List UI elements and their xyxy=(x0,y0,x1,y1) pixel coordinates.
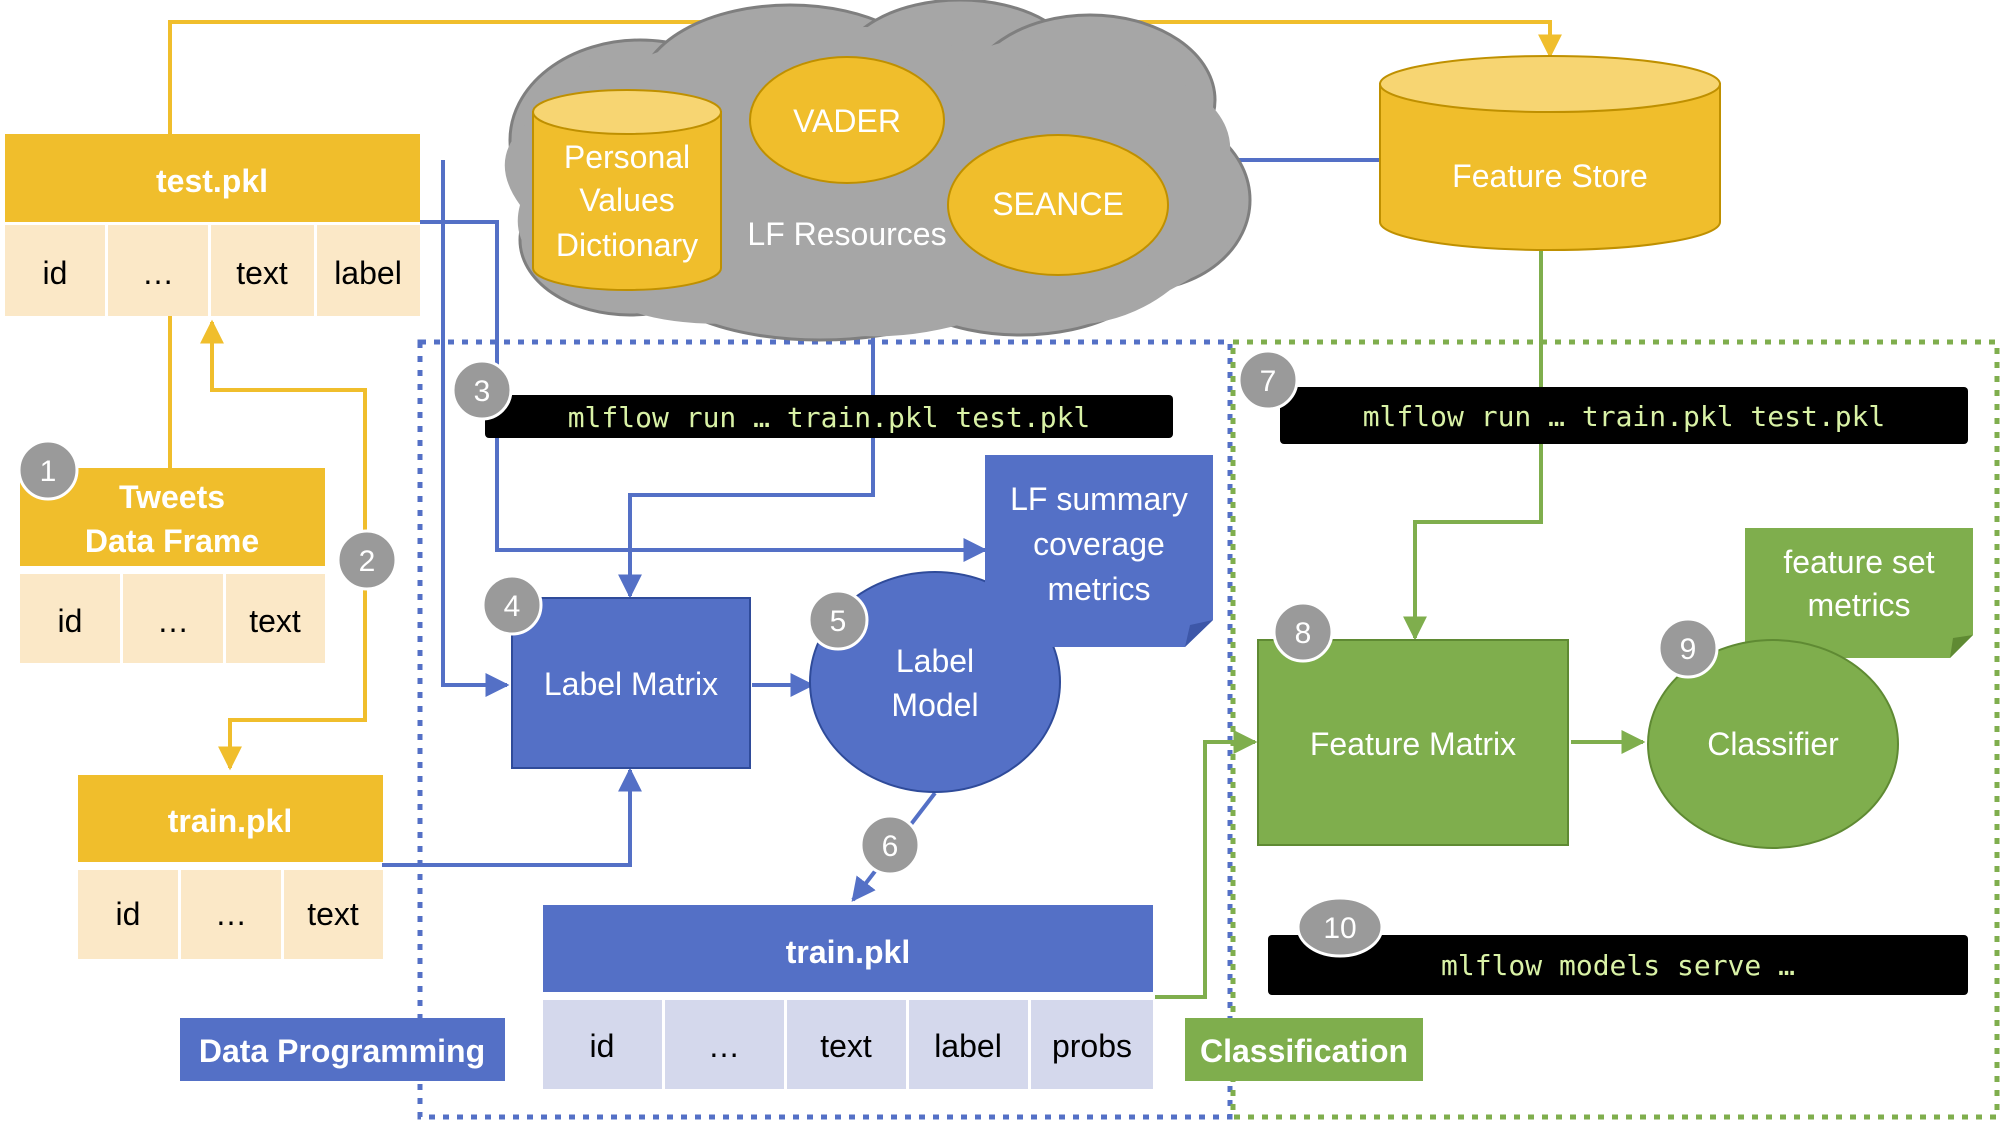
step-10-label: 10 xyxy=(1323,912,1356,945)
step-badge-7 xyxy=(1237,349,1299,411)
labeled-col-label: label xyxy=(934,1028,1002,1064)
step-badge-6 xyxy=(859,814,921,876)
lf-resources-label: LF Resources xyxy=(747,216,946,252)
personal-values-dictionary: Personal Values Dictionary xyxy=(532,89,722,291)
train-col-ellipsis: … xyxy=(215,896,247,932)
seance-label: SEANCE xyxy=(992,186,1124,222)
test-col-text: text xyxy=(236,255,288,291)
step-badge-10 xyxy=(1296,896,1384,958)
test-col-id: id xyxy=(43,255,68,291)
arrow-labeled-train-to-feature-matrix xyxy=(1155,730,1258,999)
test-pkl-title: test.pkl xyxy=(156,163,268,199)
arrow-cloud-to-label-matrix xyxy=(618,325,875,599)
classifier: Classifier xyxy=(1647,639,1899,849)
lf-summary-note: LF summary coverage metrics xyxy=(985,455,1213,647)
feature-matrix-label: Feature Matrix xyxy=(1310,726,1516,762)
step-badge-3 xyxy=(451,359,513,421)
tweets-col-id: id xyxy=(58,603,83,639)
serve-command-terminal: mlflow models serve … xyxy=(1268,935,1968,995)
labeled-col-probs: probs xyxy=(1052,1028,1132,1064)
step-5-label: 5 xyxy=(830,605,847,638)
label-matrix-label: Label Matrix xyxy=(544,666,718,702)
train-pkl-title: train.pkl xyxy=(168,803,292,839)
arrow-split-to-test xyxy=(200,319,367,580)
tweets-title-line1: Tweets xyxy=(119,479,225,515)
test-pkl-table: test.pkl id … text label xyxy=(5,134,420,316)
personal-values-line1: Personal xyxy=(564,139,690,175)
lf-summary-line3: metrics xyxy=(1047,571,1150,607)
labeled-col-id: id xyxy=(590,1028,615,1064)
step-badges xyxy=(17,349,1719,958)
train-col-id: id xyxy=(116,896,141,932)
step-badge-8 xyxy=(1272,601,1334,663)
feature-metrics-line1: feature set xyxy=(1783,544,1934,580)
label-model-line1: Label xyxy=(896,643,974,679)
step-badge-9 xyxy=(1657,617,1719,679)
label-model-line2: Model xyxy=(891,687,978,723)
feature-matrix: Feature Matrix xyxy=(1257,639,1569,846)
step-6-label: 6 xyxy=(882,830,899,863)
classification-frame xyxy=(1230,339,2000,1120)
arrow-store-to-feature-matrix xyxy=(1403,248,1543,641)
step-badge-2 xyxy=(336,529,398,591)
arrow-resources-to-label-matrix xyxy=(441,160,510,697)
dp-command-terminal: mlflow run … train.pkl test.pkl xyxy=(485,395,1173,438)
vader-resource: VADER xyxy=(749,56,945,184)
step-2-label: 2 xyxy=(359,545,376,578)
feature-metrics-line2: metrics xyxy=(1807,587,1910,623)
test-col-label: label xyxy=(334,255,402,291)
train-pkl-table: train.pkl id … text xyxy=(78,775,383,959)
dp-command-text: mlflow run … train.pkl test.pkl xyxy=(568,401,1091,434)
step-badge-5 xyxy=(807,589,869,651)
step-8-label: 8 xyxy=(1295,617,1312,650)
step-7-label: 7 xyxy=(1260,365,1277,398)
data-programming-section-label: Data Programming xyxy=(180,1018,505,1081)
arrow-train-to-label-matrix xyxy=(382,767,642,867)
step-1-label: 1 xyxy=(40,455,57,488)
step-9-label: 9 xyxy=(1680,633,1697,666)
tweets-data-frame: Tweets Data Frame id … text xyxy=(20,468,325,663)
tweets-col-text: text xyxy=(249,603,301,639)
label-matrix: Label Matrix xyxy=(511,597,751,769)
tweets-col-ellipsis: … xyxy=(157,603,189,639)
feature-store: Feature Store xyxy=(1379,55,1721,251)
test-col-ellipsis: … xyxy=(142,255,174,291)
personal-values-line2: Values xyxy=(579,182,674,218)
cls-command-text: mlflow run … train.pkl test.pkl xyxy=(1363,400,1886,433)
step-badge-1 xyxy=(17,439,79,501)
labeled-train-pkl-table: train.pkl id … text label probs xyxy=(543,905,1153,1089)
seance-resource: SEANCE xyxy=(947,134,1169,276)
serve-command-text: mlflow models serve … xyxy=(1441,949,1795,982)
train-col-text: text xyxy=(307,896,359,932)
classification-section-label: Classification xyxy=(1185,1018,1423,1081)
data-programming-label-text: Data Programming xyxy=(199,1033,485,1069)
green-connectors xyxy=(1155,248,1646,999)
arrow-split-to-train xyxy=(218,580,367,771)
vader-label: VADER xyxy=(793,103,901,139)
labeled-col-ellipsis: … xyxy=(708,1028,740,1064)
labeled-col-text: text xyxy=(820,1028,872,1064)
classifier-label: Classifier xyxy=(1707,726,1839,762)
step-badge-4 xyxy=(481,574,543,636)
lf-summary-line2: coverage xyxy=(1033,526,1165,562)
step-badge-labels: 1 2 3 4 5 6 7 8 9 10 xyxy=(40,365,1697,945)
classification-label-text: Classification xyxy=(1200,1033,1408,1069)
feature-store-label: Feature Store xyxy=(1452,158,1648,194)
data-programming-frame xyxy=(417,339,1233,1120)
tweets-title-line2: Data Frame xyxy=(85,523,259,559)
step-3-label: 3 xyxy=(474,375,491,408)
labeled-train-title: train.pkl xyxy=(786,934,910,970)
personal-values-line3: Dictionary xyxy=(556,227,698,263)
lf-summary-line1: LF summary xyxy=(1010,481,1188,517)
cls-command-terminal: mlflow run … train.pkl test.pkl xyxy=(1280,387,1968,444)
feature-set-metrics-note: feature set metrics xyxy=(1745,528,1973,658)
step-4-label: 4 xyxy=(504,590,521,623)
